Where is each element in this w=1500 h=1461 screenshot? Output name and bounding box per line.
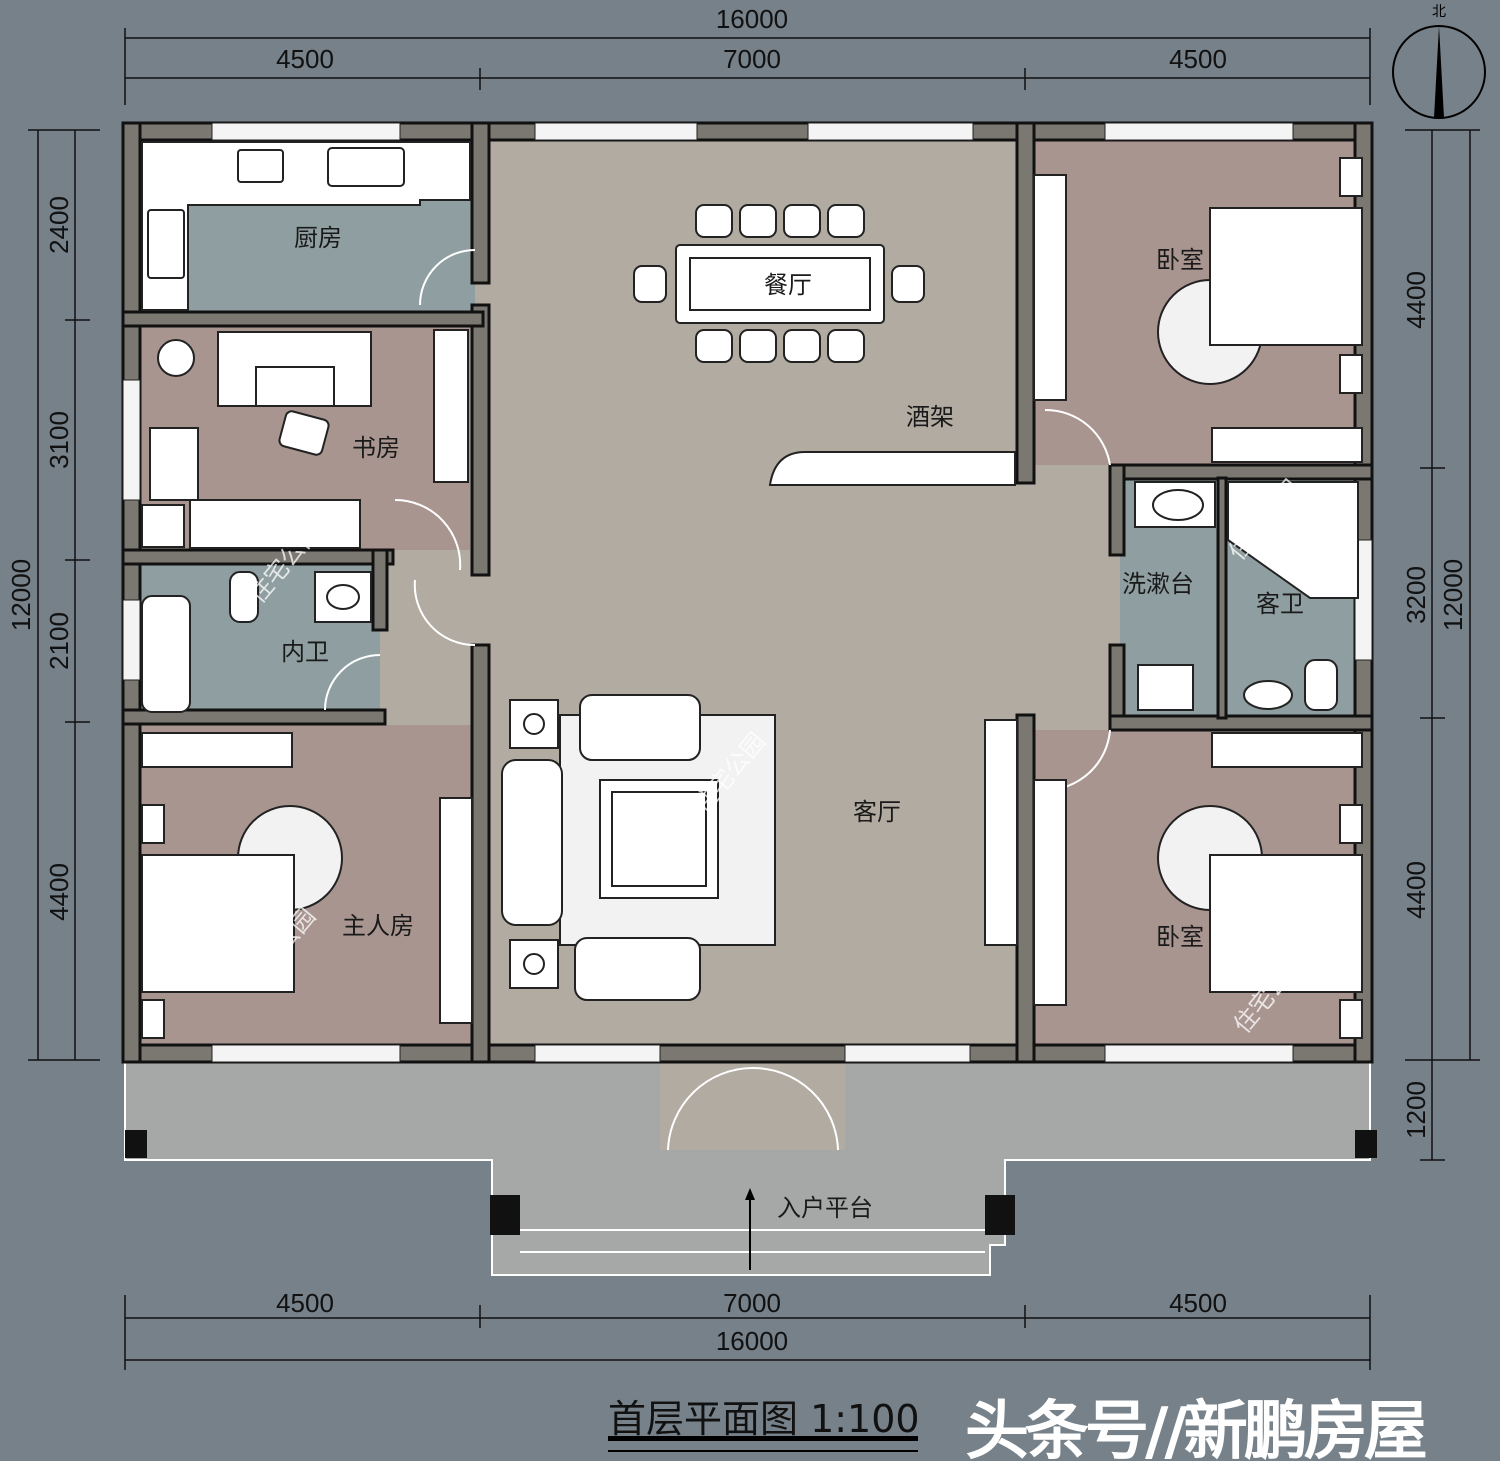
room-guest-bath: 客卫: [1256, 590, 1304, 618]
dim-left-1: 2400: [44, 196, 74, 254]
dim-bottom-total: 16000: [716, 1326, 788, 1356]
dining-table: [633, 204, 925, 363]
drawing-title: 首层平面图 1:100: [608, 1397, 920, 1441]
dim-top-3: 4500: [1169, 44, 1227, 74]
room-study: 书房: [352, 434, 400, 462]
dimension-lines: [28, 28, 1480, 1370]
room-kitchen: 厨房: [294, 224, 342, 252]
study-furniture: [141, 329, 469, 549]
dim-right-3: 4400: [1401, 861, 1431, 919]
entry-vestibule: [660, 1060, 845, 1150]
entry-double-door: [667, 1066, 839, 1151]
windows: [122, 122, 1373, 1063]
north-label: 北: [1432, 4, 1446, 20]
room-inner-bath: 内卫: [281, 638, 329, 666]
dim-bottom-3: 4500: [1169, 1288, 1227, 1318]
room-bedroom-ne: 卧室: [1156, 246, 1204, 274]
wine-rack: [768, 451, 1016, 486]
title-underline-thin: [608, 1450, 918, 1452]
dim-right-2: 3200: [1401, 566, 1431, 624]
dim-right-1: 4400: [1401, 271, 1431, 329]
dim-left: 2400 3100 2100 4400 12000 4400 3200 4400…: [6, 196, 1468, 1139]
guest-bath-fixtures: [1134, 481, 1359, 711]
walls: [121, 121, 1374, 1064]
wardrobes: [141, 174, 1363, 1024]
room-wine-rack: 酒架: [906, 403, 954, 431]
dim-top-total: 16000: [716, 4, 788, 34]
dim-top-2: 7000: [723, 44, 781, 74]
north-arrow-icon: [1392, 25, 1486, 119]
dim-right-total: 12000: [1438, 559, 1468, 631]
dim-right-4: 1200: [1401, 1081, 1431, 1139]
dim-left-3: 2100: [44, 612, 74, 670]
room-entry: 入户平台: [777, 1194, 873, 1222]
dim-left-4: 4400: [44, 863, 74, 921]
kitchen-counter: [141, 141, 471, 311]
living-furniture: [501, 694, 776, 1001]
room-master: 主人房: [342, 912, 414, 940]
room-vanity: 洗漱台: [1122, 570, 1194, 598]
dim-bottom-1: 4500: [276, 1288, 334, 1318]
dim-left-total: 12000: [6, 559, 36, 631]
title-underline: [608, 1436, 918, 1441]
dim-bottom-2: 7000: [723, 1288, 781, 1318]
beds: [141, 157, 1363, 1039]
room-dining: 餐厅: [764, 271, 812, 299]
dim-top-1: 4500: [276, 44, 334, 74]
entry-steps: [520, 1229, 985, 1253]
room-bedroom-se: 卧室: [1156, 923, 1204, 951]
room-living: 客厅: [853, 798, 901, 826]
brand-watermark: 头条号//新鹏房屋: [965, 1395, 1428, 1461]
dim-left-2: 3100: [44, 411, 74, 469]
inner-bath-fixtures: [141, 571, 372, 713]
